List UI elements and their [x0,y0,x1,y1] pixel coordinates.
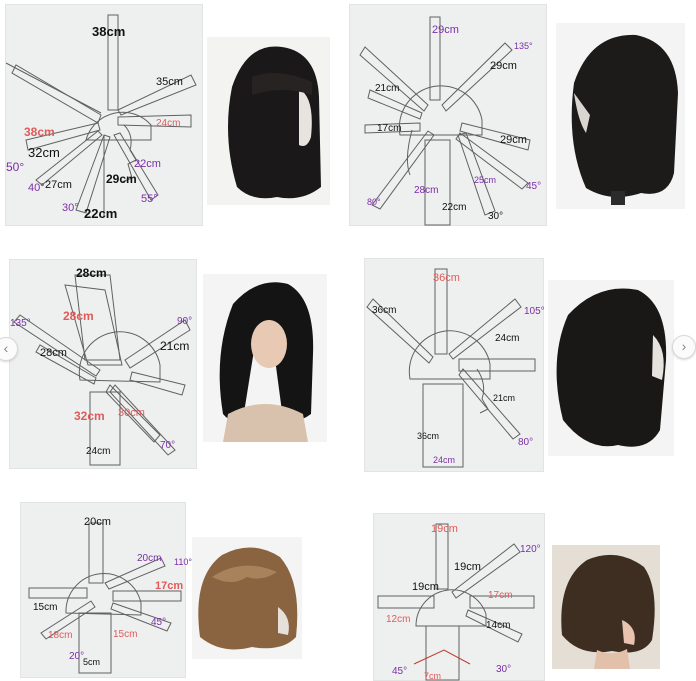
diagram-4-label-7: 80° [518,437,533,448]
diagram-4-label-4: 24cm [495,333,519,344]
diagram-5-label-7: 15cm [113,629,137,640]
diagram-5-label-8: 20° [69,651,84,662]
diagram-1-label-6: 27cm [45,179,72,191]
diagram-5-label-4: 17cm [155,580,183,592]
diagram-3-drawing: 28cm 28cm 135° 90° 28cm 21cm 32cm 30cm 2… [10,266,192,466]
diagram-6-drawing: 19cm 120° 19cm 19cm 17cm 12cm 14cm 45° 3… [377,523,541,681]
diagram-3-label-9: 24cm [86,446,110,457]
diagram-6-label-4: 19cm [412,581,439,593]
carousel-next-button[interactable]: › [672,335,696,359]
diagram-5-label-2: 20cm [137,553,161,564]
diagram-1-label-1: 38cm [92,24,125,39]
diagram-4-label-6: 36cm [417,431,439,441]
wig-photo-6-image [552,545,660,669]
wig-photo-5-image [192,537,302,659]
haircut-diagram-3[interactable]: 28cm 28cm 135° 90° 28cm 21cm 32cm 30cm 2… [9,259,197,469]
diagram-3-label-6: 21cm [160,339,189,353]
diagram-1-label-10: 55° [141,193,158,205]
chevron-right-icon: › [681,338,687,354]
diagram-4-label-1: 36cm [433,272,460,284]
carousel-prev-button[interactable]: ‹ [0,337,18,361]
diagram-6-label-1: 19cm [431,523,458,535]
diagram-2-label-5: 17cm [377,123,401,134]
chevron-left-icon: ‹ [3,340,9,356]
wig-photo-4-image [548,280,674,456]
diagram-2-label-6: 29cm [500,134,527,146]
diagram-2-label-2: 135° [514,41,533,51]
wig-photo-3[interactable] [203,274,327,442]
diagram-4-label-2: 105° [524,306,545,317]
diagram-5-label-1: 20cm [84,516,111,528]
diagram-5-drawing: 20cm 20cm 110° 17cm 15cm 18cm 15cm 20° 4… [28,516,192,674]
diagram-1-label-12: 50° [6,160,24,174]
diagram-4-label-8: 24cm [433,455,455,465]
wig-photo-1-image [207,37,330,205]
diagram-3-label-7: 32cm [74,409,105,423]
diagram-3-label-2: 28cm [63,309,94,323]
diagram-6-label-8: 45° [392,666,407,677]
wig-photo-2-image [556,23,685,209]
diagram-6-label-5: 17cm [488,590,512,601]
diagram-1-label-13: 24cm [156,118,180,129]
diagram-2-label-12: 30° [488,211,503,222]
wig-photo-2[interactable] [556,23,685,209]
diagram-2-label-4: 21cm [375,83,399,94]
diagram-3-label-1: 28cm [76,266,107,280]
diagram-6-label-9: 30° [496,664,511,675]
diagram-2-drawing: 29cm 135° 29cm 21cm 17cm 29cm 80° 28cm 2… [359,16,541,226]
haircut-diagram-5[interactable]: 20cm 20cm 110° 17cm 15cm 18cm 15cm 20° 4… [20,502,192,678]
haircut-diagram-4[interactable]: 36cm 105° 36cm 24cm 21cm 36cm 80° 24cm [364,258,545,472]
haircut-diagram-1[interactable]: 38cm 35cm 38cm 32cm 40° 27cm 29cm 22cm 3… [5,4,203,226]
diagram-1-drawing: 38cm 35cm 38cm 32cm 40° 27cm 29cm 22cm 3… [5,14,197,221]
diagram-1-label-2: 35cm [156,76,183,88]
diagram-2-label-11: 45° [526,181,541,192]
diagram-3-label-3: 135° [10,318,31,329]
wig-photo-4[interactable] [548,280,674,456]
diagram-2-label-7: 80° [367,197,381,207]
diagram-5-label-9: 45° [151,617,166,628]
diagram-4-label-5: 21cm [493,393,515,403]
diagram-6-label-6: 12cm [386,614,410,625]
diagram-1-label-7: 29cm [106,172,137,186]
diagram-5-label-3: 110° [174,557,192,567]
diagram-1-label-9: 30° [62,202,79,214]
diagram-5-label-5: 15cm [33,602,57,613]
diagram-6-label-3: 19cm [454,561,481,573]
diagram-2-label-9: 22cm [442,202,466,213]
wig-photo-5[interactable] [192,537,302,659]
diagram-3-label-10: 70° [160,440,175,451]
wig-photo-3-image [203,274,327,442]
diagram-2-label-10: 25cm [474,175,496,185]
wig-photo-1[interactable] [207,37,330,205]
diagram-1-label-11: 22cm [134,158,161,170]
diagram-5-label-6: 18cm [48,630,72,641]
diagram-2-label-3: 29cm [490,60,517,72]
diagram-2-label-1: 29cm [432,24,459,36]
haircut-diagram-6[interactable]: 19cm 120° 19cm 19cm 17cm 12cm 14cm 45° 3… [373,513,545,681]
diagram-1-label-3: 38cm [24,125,55,139]
diagram-6-label-2: 120° [520,544,541,555]
diagram-2-label-8: 28cm [414,185,438,196]
diagram-4-label-3: 36cm [372,305,396,316]
diagram-3-label-5: 28cm [40,347,67,359]
wig-photo-6[interactable] [552,545,660,669]
diagram-3-label-4: 90° [177,316,192,327]
diagram-3-label-8: 30cm [118,407,145,419]
diagram-5-label-10: 5cm [83,657,100,667]
diagram-4-drawing: 36cm 105° 36cm 24cm 21cm 36cm 80° 24cm [366,268,545,468]
diagram-1-label-8: 22cm [84,206,117,221]
diagram-1-label-4: 32cm [28,145,60,160]
haircut-diagram-2[interactable]: 29cm 135° 29cm 21cm 17cm 29cm 80° 28cm 2… [349,4,547,226]
diagram-1-label-5: 40° [28,182,45,194]
diagram-6-label-10: 7cm [424,671,441,681]
diagram-6-label-7: 14cm [486,620,510,631]
